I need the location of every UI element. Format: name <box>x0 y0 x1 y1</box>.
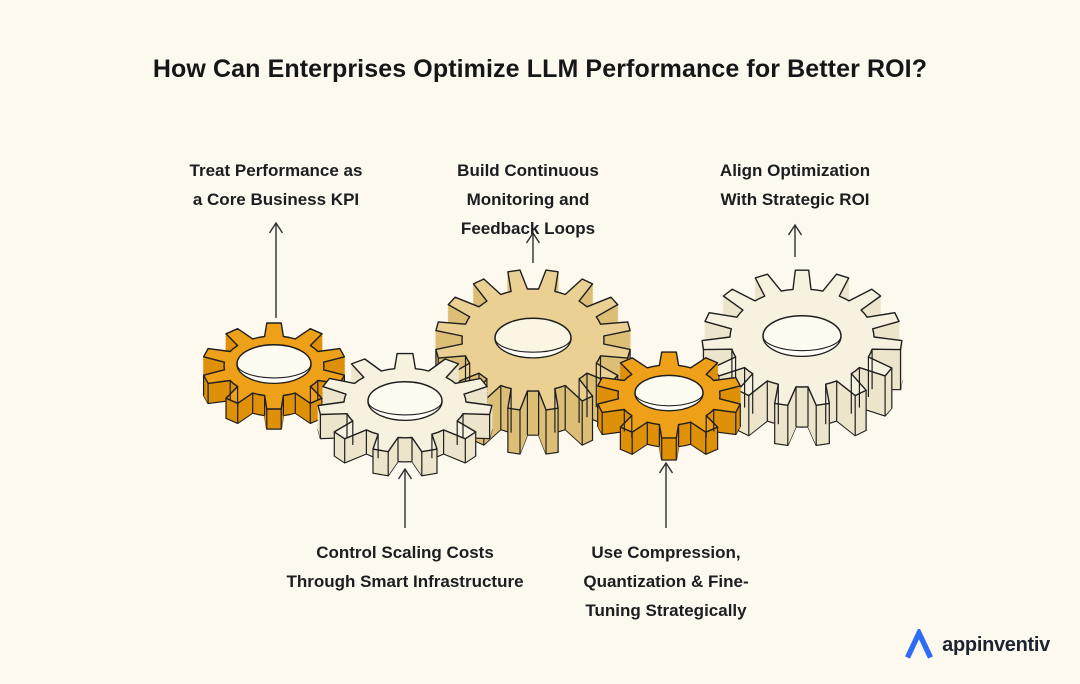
callout-line: With Strategic ROI <box>720 190 870 209</box>
gear-compression-quantization <box>596 351 742 461</box>
callout-line: Feedback Loops <box>460 219 596 238</box>
callout-line: Through Smart Infrastructure <box>286 572 524 591</box>
up-arrow-align-strategic-roi <box>787 223 803 257</box>
callout-line: Treat Performance as <box>189 161 363 180</box>
callout-line: Control Scaling Costs <box>316 543 494 562</box>
gear-align-strategic-roi <box>701 269 903 446</box>
callout-line: Build Continuous <box>457 161 599 180</box>
callout-line: a Core Business KPI <box>192 190 360 209</box>
callout-line: Tuning Strategically <box>585 601 747 620</box>
callout-align-strategic-roi: Align Optimization With Strategic ROI <box>720 156 870 214</box>
gear-treat-performance-kpi <box>202 322 346 430</box>
callout-continuous-monitoring: Build Continuous Monitoring and Feedback… <box>457 156 599 243</box>
callout-line: Monitoring and <box>466 190 590 209</box>
callout-treat-performance-kpi: Treat Performance as a Core Business KPI <box>190 156 363 214</box>
up-arrow-continuous-monitoring <box>525 231 541 263</box>
up-arrow-treat-performance-kpi <box>268 221 284 318</box>
callout-line: Use Compression, <box>591 543 741 562</box>
appinventiv-logo-text: appinventiv <box>942 633 1050 656</box>
callout-line: Align Optimization <box>719 161 871 180</box>
gear-control-scaling-costs <box>317 352 493 477</box>
up-arrow-compression-quantization <box>658 461 674 528</box>
gear-continuous-monitoring <box>435 269 631 455</box>
callout-control-scaling-costs: Control Scaling Costs Through Smart Infr… <box>286 538 523 596</box>
appinventiv-logo-icon <box>905 629 934 659</box>
page-title: How Can Enterprises Optimize LLM Perform… <box>152 55 928 83</box>
appinventiv-logo: appinventiv <box>903 629 1050 661</box>
up-arrow-control-scaling-costs <box>397 467 413 528</box>
callout-compression-quantization: Use Compression, Quantization & Fine- Tu… <box>583 538 748 625</box>
callout-line: Quantization & Fine- <box>583 572 749 591</box>
